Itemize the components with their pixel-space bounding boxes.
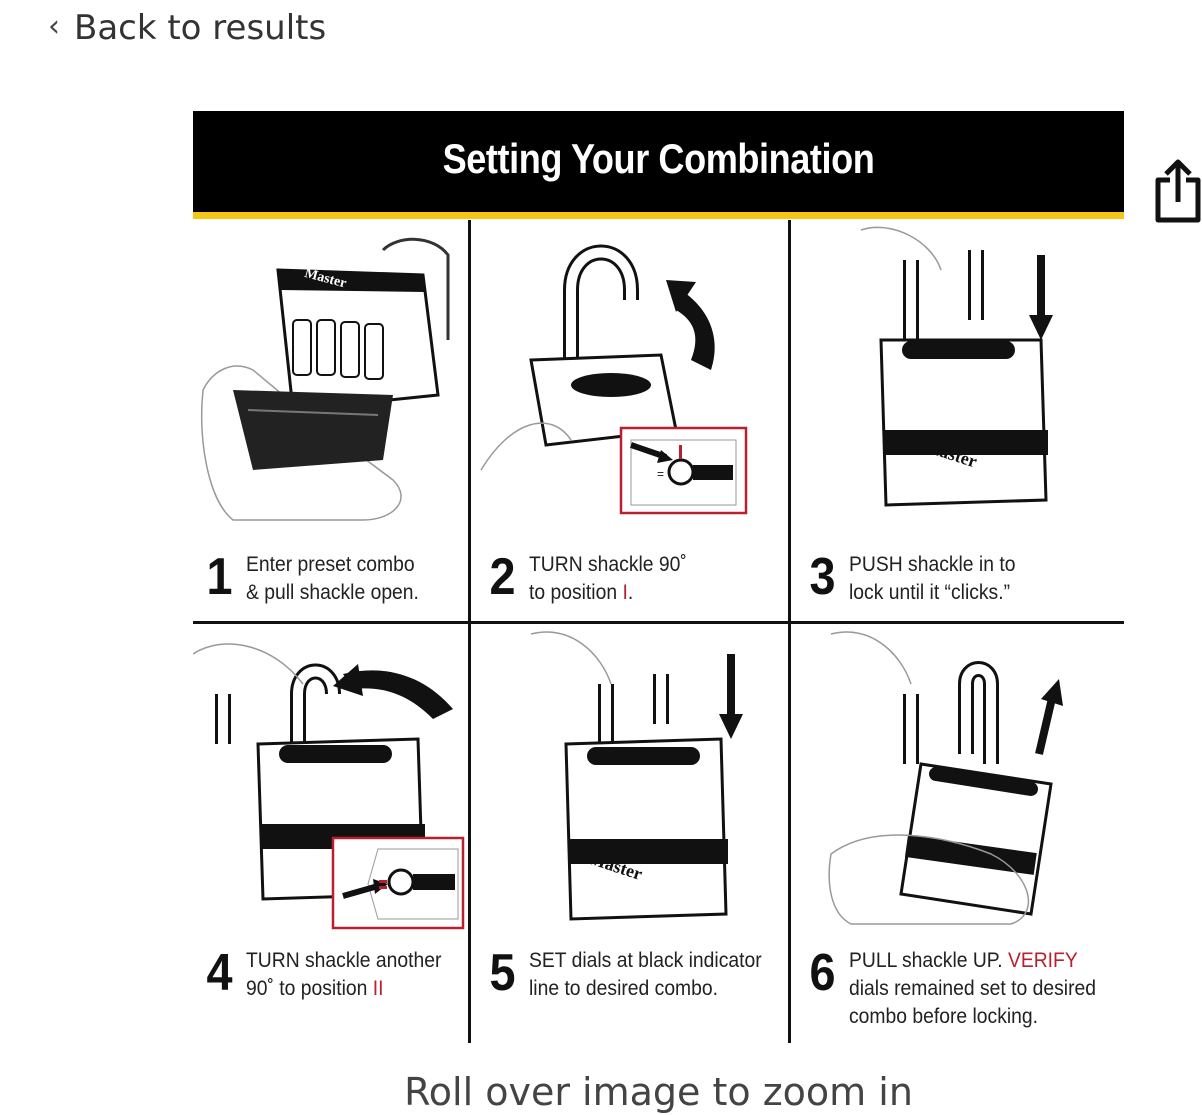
share-icon	[1150, 158, 1202, 228]
zoom-hint: Roll over image to zoom in	[0, 1070, 1202, 1114]
step-line: 90˚ to position	[246, 977, 373, 1000]
step-line: SET dials at black indicator	[529, 947, 762, 975]
step-line: lock until it “clicks.”	[849, 579, 1015, 607]
step-number: 2	[489, 551, 515, 603]
step-line: TURN shackle another	[246, 947, 441, 975]
step-5-illustration: Master	[471, 624, 788, 934]
step-number: 5	[489, 947, 515, 999]
chevron-left-icon: ‹	[48, 9, 60, 44]
product-image[interactable]: Setting Your Combination Master 1 Enter …	[193, 111, 1124, 1043]
step-1: 1 Enter preset combo & pull shackle open…	[205, 551, 434, 607]
accent-stripe	[193, 212, 1124, 219]
step-text: PULL shackle UP. VERIFY dials remained s…	[849, 947, 1096, 1031]
share-button[interactable]	[1150, 158, 1202, 228]
step-text: SET dials at black indicator line to des…	[529, 947, 762, 1003]
step-4-illustration	[193, 624, 468, 934]
step-text: Enter preset combo & pull shackle open.	[246, 551, 419, 607]
step-3: 3 PUSH shackle in to lock until it “clic…	[808, 551, 1030, 607]
step-number: 3	[809, 551, 835, 603]
step-5: 5 SET dials at black indicator line to d…	[488, 947, 782, 1003]
instruction-title: Setting Your Combination	[258, 135, 1059, 183]
step-text: TURN shackle 90˚ to position I.	[529, 551, 687, 607]
step-text: PUSH shackle in to lock until it “clicks…	[849, 551, 1015, 607]
step-line: dials remained set to desired	[849, 975, 1096, 1003]
step-punctuation: .	[628, 581, 633, 604]
step-line: PUSH shackle in to	[849, 551, 1015, 579]
step-number: 6	[809, 947, 835, 999]
step-6-illustration	[791, 624, 1124, 934]
step-line: PULL shackle UP.	[849, 949, 1008, 972]
position-marker: II	[373, 977, 384, 1000]
step-2: 2 TURN shackle 90˚ to position I.	[488, 551, 700, 607]
step-line: to position	[529, 581, 622, 604]
step-2-illustration: =	[471, 220, 788, 530]
step-4: 4 TURN shackle another 90˚ to position I…	[205, 947, 458, 1003]
svg-text:=: =	[657, 467, 664, 481]
back-to-results-label: Back to results	[74, 8, 326, 48]
step-6: 6 PULL shackle UP. VERIFY dials remained…	[808, 947, 1117, 1031]
step-text: TURN shackle another 90˚ to position II	[246, 947, 441, 1003]
back-to-results-link[interactable]: ‹ Back to results	[48, 8, 326, 48]
instruction-banner: Setting Your Combination	[193, 111, 1124, 214]
step-line: TURN shackle 90˚	[529, 551, 687, 579]
step-line: & pull shackle open.	[246, 579, 419, 607]
step-line: line to desired combo.	[529, 975, 762, 1003]
step-number: 1	[206, 551, 232, 603]
step-3-illustration: Master	[791, 220, 1124, 530]
verify-emphasis: VERIFY	[1008, 949, 1078, 972]
step-1-illustration: Master	[193, 220, 468, 530]
step-line: combo before locking.	[849, 1003, 1096, 1031]
step-number: 4	[206, 947, 232, 999]
step-line: Enter preset combo	[246, 551, 419, 579]
